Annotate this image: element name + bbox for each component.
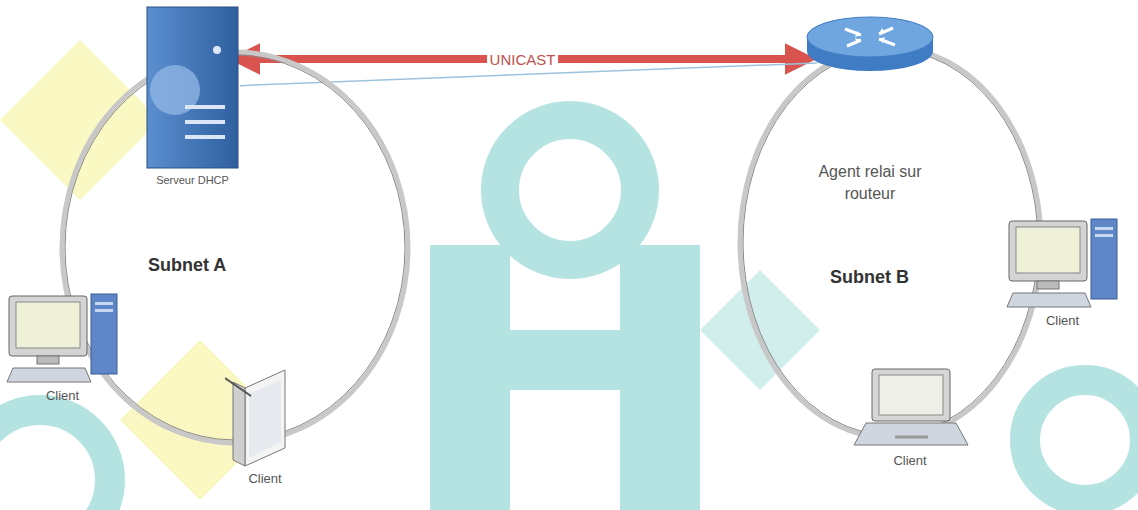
client-computer: Client [5, 290, 120, 403]
subnet-circle: Subnet AServeur DHCPClientClient [60, 50, 410, 445]
client-label: Client [46, 388, 79, 403]
subnet-label: Subnet B [830, 267, 909, 288]
book-icon [225, 368, 305, 468]
relay-router: Agent relai sur routeur [800, 15, 940, 204]
laptop-icon [850, 365, 970, 450]
client-label: Client [1046, 313, 1079, 328]
subnet-label: Subnet A [148, 255, 226, 276]
client-computer: Client [850, 365, 970, 468]
desktop-icon [5, 290, 120, 385]
dhcp-server: Serveur DHCP [145, 5, 240, 186]
client-computer: Client [225, 368, 305, 486]
client-computer: Client [1005, 215, 1120, 328]
server-label: Serveur DHCP [156, 174, 229, 186]
router-label: Agent relai sur routeur [800, 161, 940, 204]
client-label: Client [893, 453, 926, 468]
server-icon [145, 5, 240, 170]
edge-label: UNICAST [487, 51, 559, 68]
router-icon [805, 15, 935, 73]
desktop-icon [1005, 215, 1120, 310]
client-label: Client [248, 471, 281, 486]
subnet-circle: Subnet BAgent relai sur routeurClientCli… [738, 45, 1043, 440]
